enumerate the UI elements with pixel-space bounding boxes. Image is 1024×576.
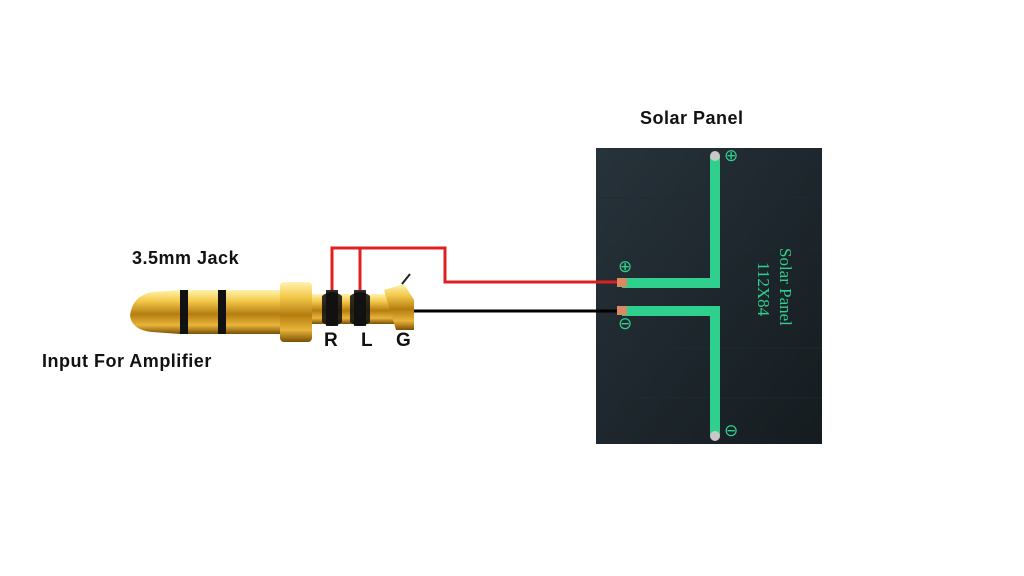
jack-wire-wrap-r (322, 292, 342, 326)
panel-negative-pad (617, 306, 627, 315)
jack-terminal-g (384, 284, 414, 330)
jack-tip (130, 290, 180, 334)
amplifier-input-label: Input For Amplifier (42, 351, 212, 371)
panel-minus-bottom: ⊖ (724, 421, 738, 440)
jack-insulator-1 (180, 290, 188, 334)
jack-insulator-2 (218, 290, 226, 334)
solar-panel: ⊕ ⊕ ⊖ ⊖ Solar Panel 112X84 (596, 146, 822, 444)
jack-sleeve (226, 290, 280, 334)
pin-left-label: L (361, 330, 373, 351)
audio-jack (130, 273, 414, 342)
solar-panel-label: Solar Panel (640, 108, 744, 128)
pin-ground-label: G (396, 330, 411, 351)
panel-traces (622, 156, 720, 436)
jack-ring (188, 290, 218, 334)
panel-top-pad (710, 151, 720, 161)
solar-panel-body (596, 148, 822, 444)
panel-bottom-pad (710, 431, 720, 441)
pin-right-label: R (324, 330, 338, 351)
panel-minus-mid: ⊖ (618, 314, 632, 333)
panel-plus-top: ⊕ (724, 146, 738, 165)
positive-wire (330, 246, 617, 300)
jack-collar (280, 282, 312, 342)
panel-print-name: Solar Panel (776, 248, 795, 326)
panel-print-size: 112X84 (754, 262, 773, 317)
jack-wire-wrap-l (350, 292, 370, 326)
jack-label: 3.5mm Jack (132, 248, 240, 268)
panel-positive-pad (617, 278, 627, 287)
panel-plus-mid: ⊕ (618, 257, 632, 276)
